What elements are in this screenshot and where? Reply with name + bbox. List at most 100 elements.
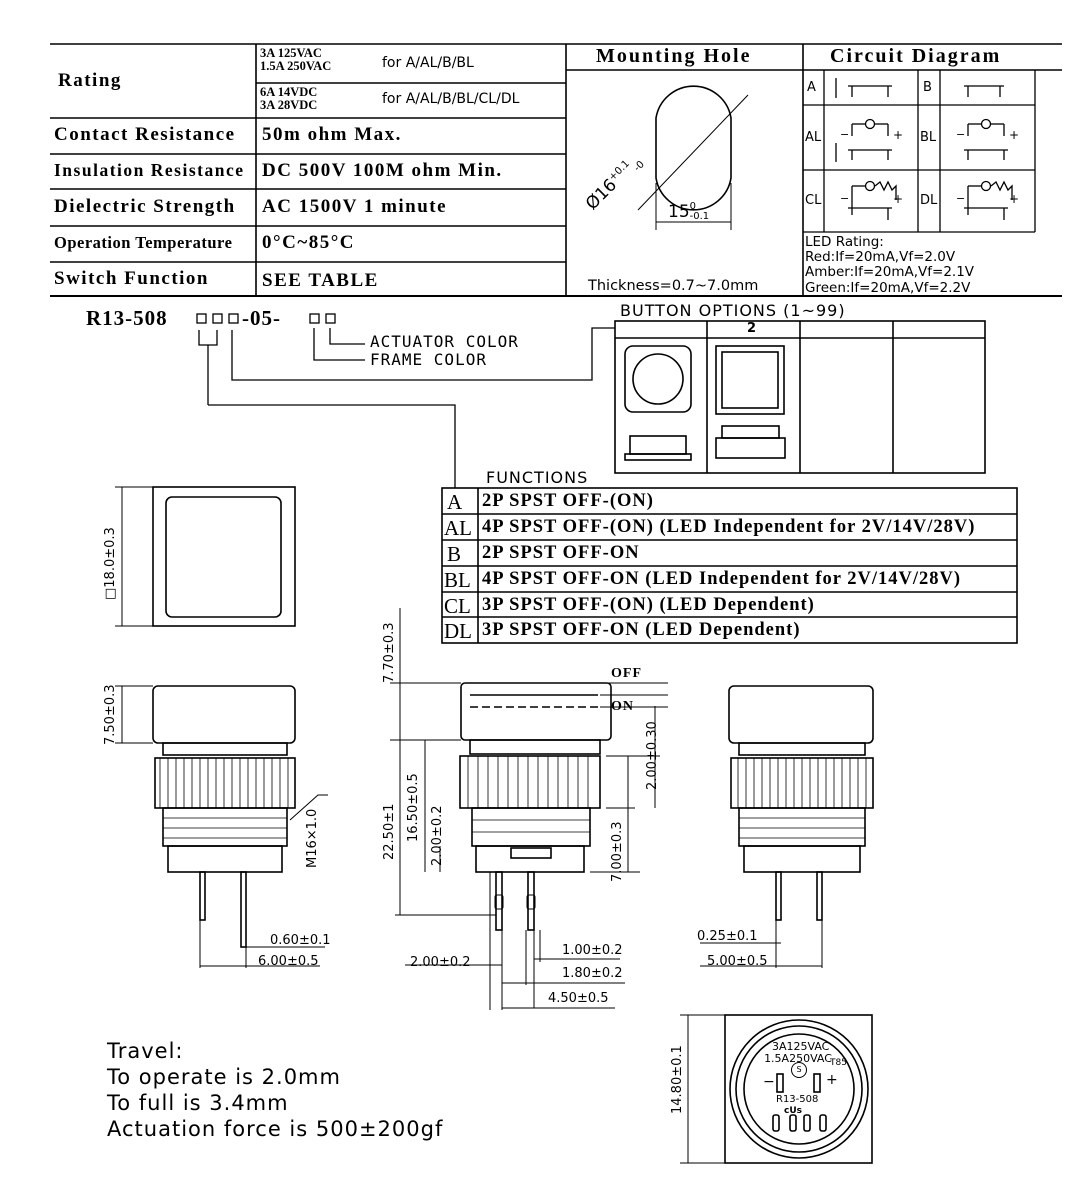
function-desc-b: 2P SPST OFF-ON [482,543,640,563]
led-rating-green: Green:If=20mA,Vf=2.2V [805,280,971,296]
function-desc-al: 4P SPST OFF-(ON) (LED Independent for 2V… [482,517,976,537]
button-options-title: BUTTON OPTIONS (1~99) [620,301,846,320]
dim-pin-length: 7.00±0.3 [610,821,625,882]
dim-overall-height: 22.50±1 [382,803,397,860]
part-code-brackets [196,313,615,488]
function-code-cl: CL [444,594,471,618]
rating-value-2b: 3A 28VDC [260,98,318,112]
dim-1: 1.00±0.2 [562,943,623,958]
function-code-bl: BL [444,568,471,592]
functions-title: FUNCTIONS [486,468,589,487]
contact-resistance-value: 50m ohm Max. [262,124,402,145]
rating-label: Rating [58,70,122,91]
cl-minus: − [840,192,850,205]
circuit-symbol-a [835,78,892,98]
circuit-cell-al: AL [805,130,822,145]
mounting-hole-shape [637,85,749,230]
dim-front-square: □18.0±0.3 [103,527,118,600]
ul-mark-icon: cUs [784,1106,802,1116]
rating-value-2a: 6A 14VDC [260,85,318,99]
dim-pin-pitch-left: 6.00±0.5 [258,954,319,969]
dl-plus: + [1009,192,1020,206]
al-minus: − [840,128,850,141]
rating-value-1a: 3A 125VAC [260,46,322,60]
bottom-view [680,1014,873,1164]
travel-title: Travel: [107,1039,184,1063]
led-rating-amber: Amber:If=20mA,Vf=2.1V [805,264,975,280]
led-rating-title: LED Rating: [805,234,884,250]
bottom-plus: + [826,1072,838,1088]
button-option-2: 2 [747,321,757,336]
bottom-model: R13-508 [776,1094,819,1105]
dim-pin-width-left: 0.60±0.1 [270,933,331,948]
hole-width: 150-0.1 [668,201,710,223]
dielectric-strength-label: Dielectric Strength [54,196,236,217]
function-desc-bl: 4P SPST OFF-ON (LED Independent for 2V/1… [482,569,962,589]
switch-function-value: SEE TABLE [262,270,379,291]
bl-minus: − [956,128,966,141]
cl-plus: + [893,192,904,206]
circuit-cell-b: B [923,80,932,95]
function-desc-cl: 3P SPST OFF-(ON) (LED Dependent) [482,595,815,615]
travel-full: To full is 3.4mm [107,1091,289,1115]
circuit-cell-cl: CL [805,193,822,208]
thickness-text: Thickness=0.7~7.0mm [588,278,759,294]
travel-force: Actuation force is 500±200gf [107,1117,444,1141]
off-label: OFF [611,666,642,681]
side-view-left [115,685,328,968]
part-code-middle: -05- [242,306,281,330]
functions-table [441,487,1018,644]
function-code-dl: DL [444,619,472,643]
bl-plus: + [1009,128,1020,142]
side-view-right [700,685,874,968]
side-view-middle [390,608,668,1010]
insulation-resistance-label: Insulation Resistance [54,160,245,180]
function-desc-a: 2P SPST OFF-(ON) [482,491,654,511]
led-rating-red: Red:If=20mA,Vf=2.0V [805,249,956,265]
dim-cap-height: 7.50±0.3 [103,684,118,745]
circuit-symbol-b [964,85,1004,97]
travel-operate: To operate is 2.0mm [107,1065,341,1089]
dl-minus: − [956,192,966,205]
safety-mark-icon: S [791,1062,807,1078]
circuit-diagram-title: Circuit Diagram [830,45,1002,67]
rating-value-1b: 1.5A 250VAC [260,59,332,73]
operation-temperature-label: Operation Temperature [54,233,233,252]
al-plus: + [893,128,904,142]
circuit-grid [803,70,1036,233]
contact-resistance-label: Contact Resistance [54,124,236,145]
bottom-minus: − [763,1074,775,1090]
operation-temperature-value: 0°C~85°C [262,232,356,253]
button-options-table [614,320,986,474]
bottom-rating-2: 1.5A250VAC [764,1052,832,1065]
circuit-symbol-dl [964,180,1013,220]
bottom-temp: T85 [830,1058,847,1068]
circuit-cell-bl: BL [920,130,937,145]
front-view [115,486,296,627]
function-desc-dl: 3P SPST OFF-ON (LED Dependent) [482,620,801,640]
switch-function-label: Switch Function [54,268,209,289]
dim-bottom-height: 14.80±0.1 [670,1045,685,1114]
mounting-hole-title: Mounting Hole [596,45,752,67]
function-code-b: B [447,542,462,566]
circuit-symbol-al [835,118,892,162]
dim-2: 1.80±0.2 [562,966,623,981]
dim-3: 2.00±0.2 [410,955,471,970]
bottom-rating-1: 3A125VAC [772,1040,830,1053]
dim-top-height: 7.70±0.3 [382,622,397,683]
circuit-symbol-cl [848,180,897,220]
dim-thread: M16×1.0 [305,808,320,868]
function-code-a: A [447,490,463,514]
rating-scope-2: for A/AL/B/BL/CL/DL [382,91,520,107]
on-label: ON [611,699,634,714]
dielectric-strength-value: AC 1500V 1 minute [262,196,448,217]
rating-scope-1: for A/AL/B/BL [382,55,474,71]
circuit-symbol-bl [964,118,1008,160]
dim-pin-pitch-right: 5.00±0.5 [707,954,768,969]
circuit-cell-dl: DL [920,193,938,208]
function-code-al: AL [444,516,472,540]
dim-pin-offset: 2.00±0.2 [430,805,445,866]
insulation-resistance-value: DC 500V 100M ohm Min. [262,160,503,181]
circuit-cell-a: A [807,80,816,95]
